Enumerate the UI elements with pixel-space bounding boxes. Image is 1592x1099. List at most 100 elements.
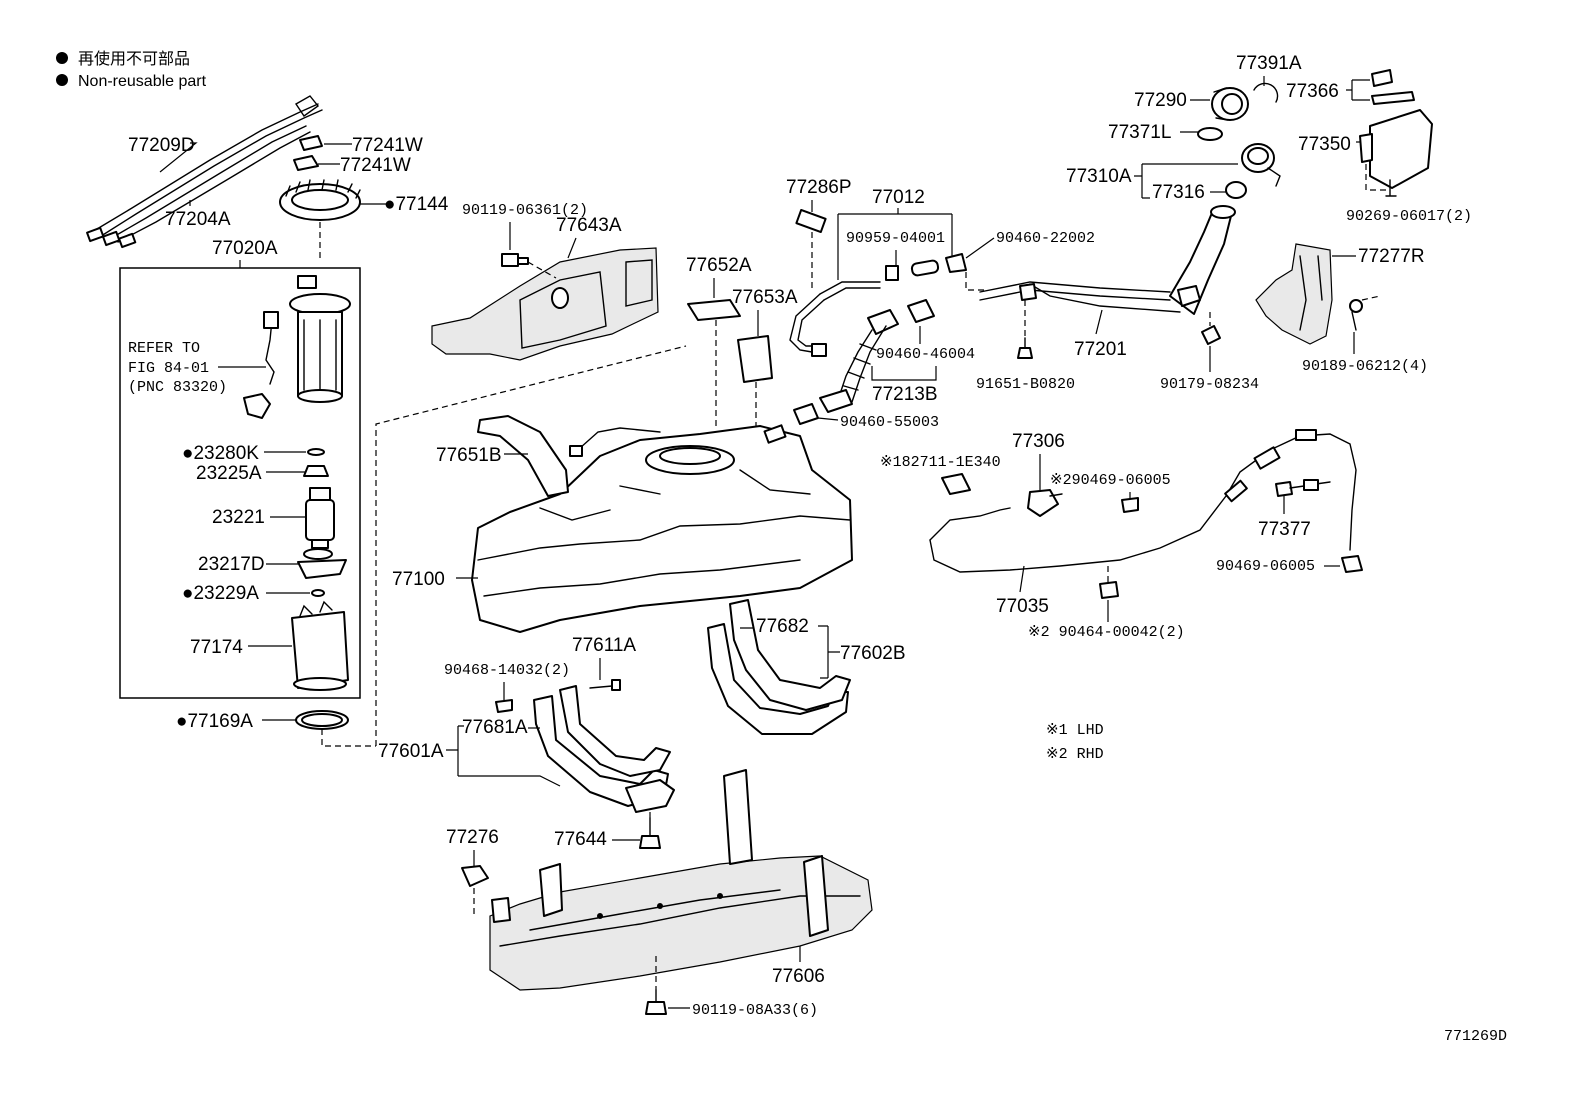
pump-cup-77174 — [291, 600, 349, 691]
label-90464-00042: ※2 90464-00042(2) — [1028, 624, 1185, 641]
fuel-tube-assembly — [86, 95, 323, 249]
gasket-77316 — [1225, 181, 1247, 199]
label-77201: 77201 — [1074, 339, 1127, 360]
label-90269-06017: 90269-06017(2) — [1346, 208, 1472, 225]
legend-jp: 再使用不可部品 — [78, 50, 190, 68]
label-77681A: 77681A — [462, 717, 528, 738]
clip-90468-14032 — [495, 699, 513, 713]
band-77602B — [707, 599, 851, 735]
breather-hose-77213B — [819, 309, 899, 413]
label-77306: 77306 — [1012, 431, 1065, 452]
label-90460-55003: 90460-55003 — [840, 414, 939, 431]
vent-hose-77012 — [789, 253, 967, 357]
label-77366: 77366 — [1286, 81, 1339, 102]
label-23229A: ●23229A — [182, 583, 259, 604]
legend-bullet-icon — [56, 74, 68, 86]
label-90179-08234: 90179-08234 — [1160, 376, 1259, 393]
label-23221: 23221 — [212, 507, 265, 528]
opener-cable-77035 — [929, 429, 1357, 573]
label-90469-06005-lower: 90469-06005 — [1216, 558, 1315, 575]
label-77611A: 77611A — [572, 635, 636, 656]
fuel-pump-module — [243, 275, 351, 419]
fuel-tank-77100 — [471, 424, 853, 633]
label-77606: 77606 — [772, 966, 825, 987]
label-77213B: 77213B — [872, 384, 938, 405]
label-90460-46004: 90460-46004 — [876, 346, 975, 363]
label-77174: 77174 — [190, 637, 243, 658]
gasket-77371L — [1197, 127, 1223, 141]
label-77277R: 77277R — [1358, 246, 1425, 267]
bolt-90189-06212 — [1349, 299, 1363, 331]
label-77286P: 77286P — [786, 177, 852, 198]
label-77350: 77350 — [1298, 134, 1351, 155]
o-ring-23280K — [307, 448, 325, 456]
label-90468-14032: 90468-14032(2) — [444, 662, 570, 679]
hinge-77366 — [1371, 69, 1415, 105]
bracket-77276 — [461, 865, 489, 887]
bolt-90119-06361 — [501, 253, 529, 267]
label-77644: 77644 — [554, 829, 607, 850]
bolt-90119-08A33 — [645, 989, 667, 1015]
clamp-90464-00042 — [1099, 581, 1119, 599]
label-77169A: ●77169A — [176, 711, 253, 732]
label-77377: 77377 — [1258, 519, 1311, 540]
label-90119-06361: 90119-06361(2) — [462, 202, 588, 219]
label-77241W-upper: 77241W — [352, 135, 423, 156]
refer-note-line2: FIG 84-01 — [128, 360, 209, 377]
label-182711-1E340: ※182711-1E340 — [880, 454, 1001, 471]
label-23217D: 23217D — [198, 554, 265, 575]
pad-77653A — [737, 335, 773, 383]
band-77651B — [477, 415, 569, 497]
legend-en: Non-reusable part — [78, 73, 207, 90]
protector-77643A — [431, 247, 659, 361]
label-77204A: 77204A — [165, 209, 231, 230]
label-77290: 77290 — [1134, 90, 1187, 111]
legend-bullet-icon — [56, 52, 68, 64]
clip-90469-06005-lower — [1341, 555, 1363, 573]
bolt-77611A — [589, 679, 621, 691]
label-77100: 77100 — [392, 569, 445, 590]
label-77653A: 77653A — [732, 287, 798, 308]
label-77602B: 77602B — [840, 643, 906, 664]
label-77643A: 77643A — [556, 215, 622, 236]
legend: 再使用不可部品 Non-reusable part — [56, 50, 207, 90]
note-lhd: ※1 LHD — [1046, 722, 1104, 739]
fuel-pump-assembly-box — [119, 267, 361, 699]
label-77035: 77035 — [996, 596, 1049, 617]
label-77020A: 77020A — [212, 238, 278, 259]
label-77316: 77316 — [1152, 182, 1205, 203]
figure-id: 771269D — [1444, 1028, 1507, 1045]
fuel-filter-23225A — [303, 465, 329, 477]
label-77651B: 77651B — [436, 445, 502, 466]
label-77391A: 77391A — [1236, 53, 1302, 74]
clip-77241W — [293, 135, 323, 171]
label-77012: 77012 — [872, 187, 925, 208]
fuel-pump-23221 — [305, 487, 335, 549]
note-rhd: ※2 RHD — [1046, 746, 1104, 763]
label-77371L: 77371L — [1108, 122, 1171, 143]
opener-switch-77306 — [1027, 489, 1063, 517]
clamp-90460-46004 — [907, 299, 935, 323]
label-90460-22002: 90460-22002 — [996, 230, 1095, 247]
pad-77652A — [687, 299, 741, 321]
label-77310A: 77310A — [1066, 166, 1132, 187]
label-90959-04001: 90959-04001 — [846, 230, 945, 247]
clamp-90460-55003 — [793, 403, 819, 425]
refer-note-line1: REFER TO — [128, 340, 200, 357]
label-77144: ●77144 — [384, 194, 449, 215]
label-90119-08A33: 90119-08A33(6) — [692, 1002, 818, 1019]
housing-77290 — [1211, 87, 1249, 121]
label-90469-06005-upper: ※290469-06005 — [1050, 472, 1171, 489]
label-77682: 77682 — [756, 616, 809, 637]
fuel-filler-pipe-77201 — [979, 205, 1236, 315]
under-protector-77606 — [489, 769, 873, 991]
label-77209D: 77209D — [128, 135, 195, 156]
bolt-77644 — [639, 817, 661, 849]
clamp-77286P — [795, 208, 827, 234]
label-90189-06212: 90189-06212(4) — [1302, 358, 1428, 375]
label-77652A: 77652A — [686, 255, 752, 276]
label-77276: 77276 — [446, 827, 499, 848]
label-23225A: 23225A — [196, 463, 262, 484]
label-91651-B0820: 91651-B0820 — [976, 376, 1075, 393]
label-77601A: 77601A — [378, 741, 444, 762]
